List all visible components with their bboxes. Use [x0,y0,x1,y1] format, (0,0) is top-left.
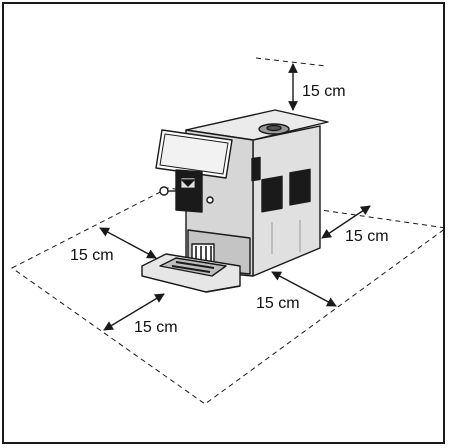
side-vent-left [261,175,283,213]
coffee-spout [175,169,203,213]
back-left-arrow [99,227,157,259]
right-clearance-label: 15 cm [345,228,389,245]
dimension-arrows [99,63,371,331]
top-clearance-line [255,57,327,67]
top-clearance-label: 15 cm [302,83,346,100]
front-left-clearance-label: 15 cm [134,319,178,336]
front-right-clearance-label: 15 cm [256,295,300,312]
side-vent-right [289,168,311,206]
right-arrow [321,205,371,239]
front-right-arrow [271,271,337,307]
coffee-machine [141,109,329,293]
front-left-arrow [103,293,165,331]
back-left-clearance-label: 15 cm [70,247,114,264]
